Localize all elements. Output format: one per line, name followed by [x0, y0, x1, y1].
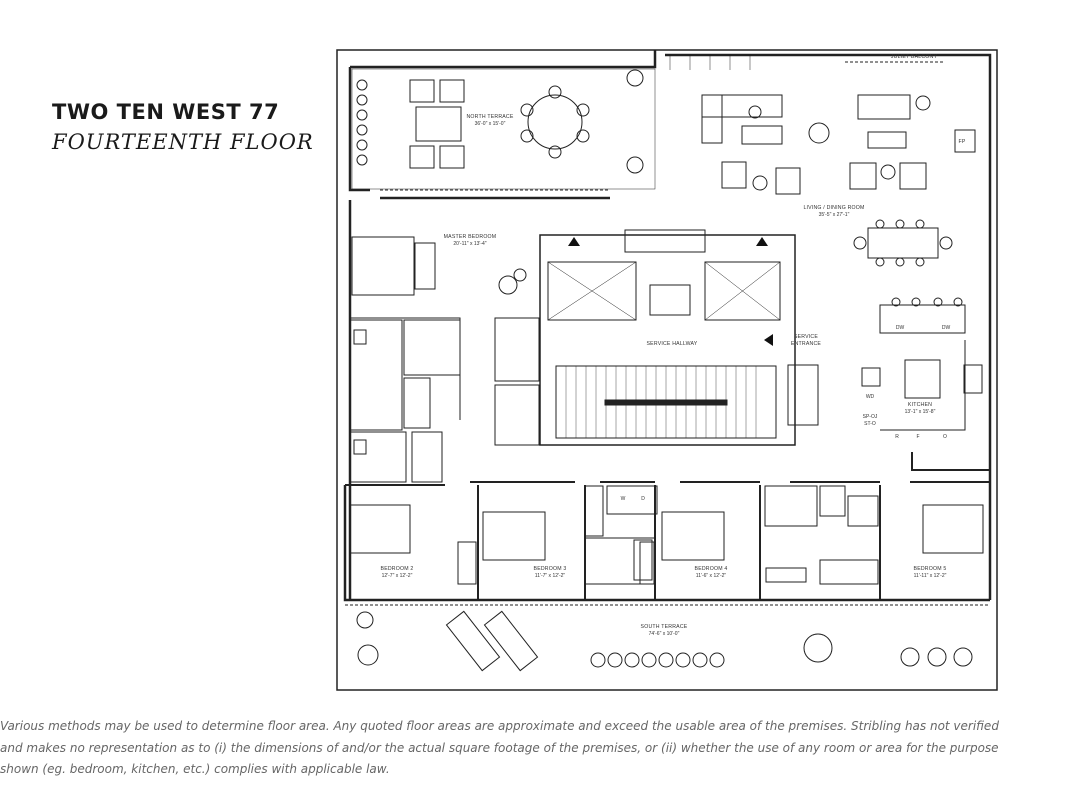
master-bedroom-label: MASTER BEDROOM	[444, 234, 497, 240]
disclaimer-line-1: Various methods may be used to determine…	[0, 719, 999, 733]
bedroom2-dims: 12'-7" x 12'-2"	[382, 573, 413, 579]
living-dining-label: LIVING / DINING ROOM	[803, 205, 864, 211]
dryer-label: D	[641, 496, 645, 502]
bedroom5-label: BEDROOM 5	[914, 566, 947, 572]
floor-plan: NORTH TERRACE 36'-0" x 15'-0" JULIET BAL…	[336, 49, 998, 691]
bedroom5-dims: 11'-11" x 12'-2"	[914, 573, 947, 579]
south-terrace	[345, 604, 990, 672]
kitchen-label: KITCHEN	[908, 402, 932, 408]
north-terrace-label: NORTH TERRACE	[466, 114, 513, 120]
kitchen-area	[861, 297, 990, 471]
juliet-balcony-label: JULIET BALCONY	[891, 54, 938, 60]
st-o-label: ST-O	[864, 421, 876, 427]
plan-outline	[336, 49, 998, 691]
bedroom-beds	[349, 504, 984, 585]
bedroom-walls	[345, 481, 990, 600]
disclaimer: Various methods may be used to determine…	[0, 716, 1060, 781]
title-block: TWO TEN WEST 77 FOURTEENTH FLOOR	[52, 100, 314, 154]
washer-label: W	[621, 496, 626, 502]
r-label: R	[895, 434, 899, 440]
bedroom2-label: BEDROOM 2	[381, 566, 414, 572]
service-entrance-label-1: SERVICE	[794, 334, 818, 340]
dw-left-label: DW	[896, 325, 905, 331]
living-dining-dims: 35'-5" x 27'-1"	[819, 212, 850, 218]
f-label: F	[916, 434, 919, 440]
dw-right-label: DW	[942, 325, 951, 331]
sp-o-label: SP-OJ	[863, 414, 878, 420]
disclaimer-line-2: and makes no representation as to (i) th…	[0, 740, 999, 755]
north-terrace-dims: 36'-0" x 15'-0"	[475, 121, 506, 127]
bedroom4-label: BEDROOM 4	[695, 566, 728, 572]
service-hallway-label: SERVICE HALLWAY	[647, 341, 698, 347]
service-entrance-label-2: ENTRANCE	[791, 341, 821, 347]
south-terrace-label: SOUTH TERRACE	[641, 624, 688, 630]
kitchen-dims: 13'-1" x 15'-8"	[905, 409, 936, 415]
master-bedroom-dims: 20'-11" x 13'-4"	[453, 241, 486, 247]
south-terrace-dims: 74'-6" x 10'-0"	[649, 631, 680, 637]
building-core	[494, 229, 819, 446]
fireplace-label: FP	[958, 139, 965, 145]
o-label: O	[943, 434, 947, 440]
bedroom4-dims: 11'-6" x 12'-2"	[696, 573, 727, 579]
secondary-baths	[584, 485, 879, 585]
disclaimer-line-3: shown (eg. bedroom, kitchen, etc.) compl…	[0, 762, 390, 776]
wd-label: WD	[866, 394, 875, 400]
master-bedroom	[350, 236, 527, 420]
entry-arrows	[568, 237, 773, 346]
bedroom3-dims: 11'-7" x 12'-2"	[535, 573, 566, 579]
bedroom3-label: BEDROOM 3	[534, 566, 567, 572]
building-name: TWO TEN WEST 77	[52, 100, 280, 124]
north-terrace	[351, 68, 656, 191]
floor-name: FOURTEENTH FLOOR	[52, 130, 314, 154]
master-baths	[349, 319, 461, 483]
living-furniture	[669, 55, 976, 267]
